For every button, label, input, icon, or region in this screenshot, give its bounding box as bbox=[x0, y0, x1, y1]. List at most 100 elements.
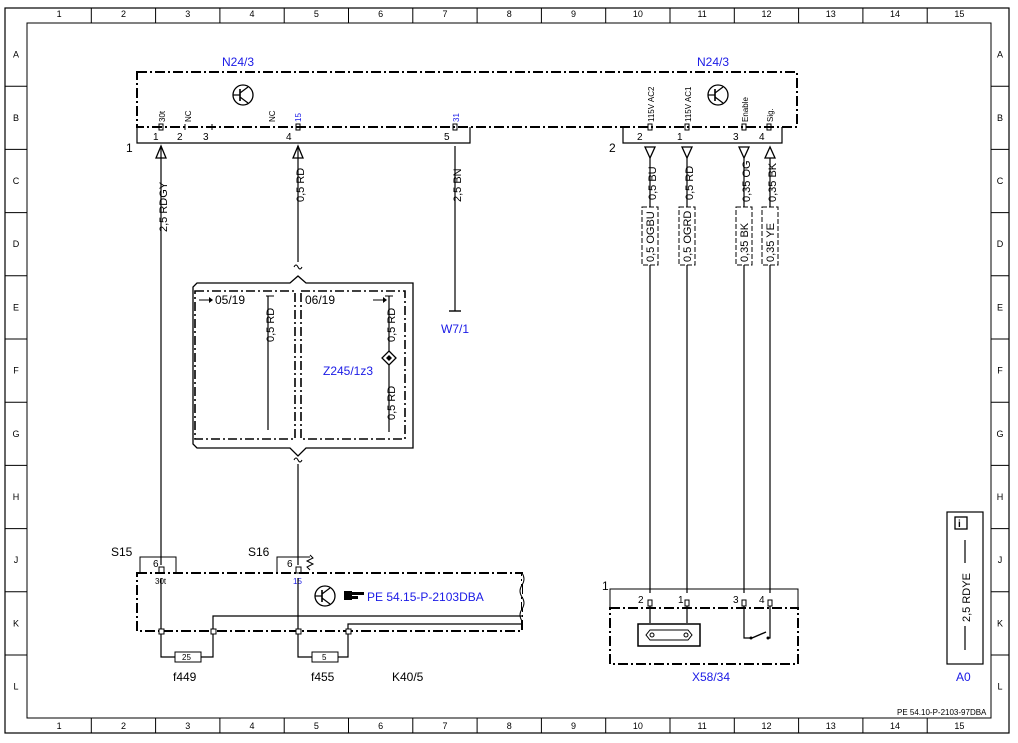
w7-1-label: W7/1 bbox=[441, 322, 469, 336]
svg-text:4: 4 bbox=[286, 132, 292, 143]
grid-col-label: 1 bbox=[57, 721, 62, 731]
pin-2: 2 NC bbox=[177, 110, 193, 143]
k40-5-label: K40/5 bbox=[392, 670, 424, 684]
fuse-f455 bbox=[311, 651, 339, 663]
variant-05-19-label: 05/19 bbox=[215, 293, 245, 307]
grid-row-label: A bbox=[13, 50, 19, 60]
document-reference: PE 54.10-P-2103-97DBA bbox=[897, 708, 987, 717]
grid-col-label: 9 bbox=[571, 9, 576, 19]
pointing-hand-icon[interactable] bbox=[344, 591, 364, 600]
variant-06-19-label: 06/19 bbox=[305, 293, 335, 307]
svg-text:0,5 BU: 0,5 BU bbox=[647, 166, 659, 200]
grid-col-label: 4 bbox=[250, 721, 255, 731]
pin-3: 3 bbox=[203, 124, 213, 143]
grid-col-label: 10 bbox=[633, 721, 643, 731]
grid-col-label: 1 bbox=[57, 9, 62, 19]
grid-row-label: C bbox=[13, 176, 20, 186]
connector-2-label: 2 bbox=[609, 141, 616, 155]
grid-row-label: F bbox=[13, 366, 19, 376]
svg-text:0,5 RD: 0,5 RD bbox=[684, 166, 696, 200]
wire-rdgy: 2,5 RDGY bbox=[155, 144, 170, 565]
pin-r1: 1 115V AC1 bbox=[677, 86, 693, 143]
grid-row-label: L bbox=[997, 682, 1002, 692]
grid-col-label: 2 bbox=[121, 9, 126, 19]
grid-row-label: F bbox=[997, 366, 1003, 376]
fuse-f449 bbox=[174, 651, 202, 663]
svg-text:115V AC1: 115V AC1 bbox=[684, 86, 693, 122]
wire-bn: 2,5 BN bbox=[449, 146, 464, 312]
transistor-icon bbox=[314, 585, 336, 607]
x58-connector-num: 1 bbox=[602, 579, 609, 593]
grid-row-label: D bbox=[13, 239, 20, 249]
pe-reference-link[interactable]: PE 54.15-P-2103DBA bbox=[367, 590, 484, 604]
svg-text:115V AC2: 115V AC2 bbox=[647, 86, 656, 122]
grid-row-label: H bbox=[13, 492, 20, 502]
svg-text:5: 5 bbox=[322, 653, 327, 662]
pin-5: 5 31 bbox=[444, 113, 461, 143]
s16-spring bbox=[305, 554, 315, 571]
svg-text:i: i bbox=[958, 519, 961, 530]
grid-row-label: D bbox=[997, 239, 1004, 249]
svg-text:0,5 RD: 0,5 RD bbox=[265, 308, 277, 342]
variant-06-19 bbox=[300, 290, 406, 440]
grid-col-label: 7 bbox=[442, 721, 447, 731]
svg-text:NC: NC bbox=[268, 110, 277, 122]
grid-col-label: 8 bbox=[507, 9, 512, 19]
sleeve-ogrd: 0,5 OGRD bbox=[678, 206, 696, 266]
svg-text:0,35 OG: 0,35 OG bbox=[741, 160, 753, 202]
grid-col-label: 13 bbox=[826, 9, 836, 19]
grid-row-label: B bbox=[13, 113, 19, 123]
n24-3-right-title: N24/3 bbox=[697, 55, 729, 69]
grid-col-label: 5 bbox=[314, 9, 319, 19]
inner-frame bbox=[26, 22, 992, 719]
svg-text:3: 3 bbox=[733, 595, 739, 606]
grid-row-label: J bbox=[14, 555, 19, 565]
pin-nc: NC bbox=[268, 110, 277, 122]
svg-text:2: 2 bbox=[177, 132, 183, 143]
grid-col-label: 14 bbox=[890, 9, 900, 19]
grid-col-label: 13 bbox=[826, 721, 836, 731]
grid-row-label: G bbox=[996, 429, 1003, 439]
wire-rd-b: 0,5 RD bbox=[385, 295, 398, 351]
legend-box bbox=[946, 511, 984, 665]
s15-bracket bbox=[139, 556, 177, 573]
grid-col-label: 15 bbox=[954, 9, 964, 19]
grid-col-label: 11 bbox=[697, 9, 706, 19]
svg-text:2: 2 bbox=[638, 595, 644, 606]
grid-col-label: 3 bbox=[185, 721, 190, 731]
f455-label: f455 bbox=[311, 670, 335, 684]
svg-text:1: 1 bbox=[153, 132, 159, 143]
sleeve-ye: 0,35 YE bbox=[761, 206, 779, 266]
svg-text:2,5 BN: 2,5 BN bbox=[452, 168, 464, 202]
svg-text:0,35 BK: 0,35 BK bbox=[739, 222, 751, 262]
k40-pin-6b: 6 bbox=[287, 559, 293, 570]
connector-1-bar bbox=[136, 127, 471, 144]
n24-3-left-title: N24/3 bbox=[222, 55, 254, 69]
pin-r2: 2 115V AC2 bbox=[637, 86, 656, 143]
k40-5-break-edge bbox=[519, 572, 525, 622]
grid-col-label: 7 bbox=[442, 9, 447, 19]
svg-text:0,5 OGRD: 0,5 OGRD bbox=[682, 211, 694, 262]
svg-text:4: 4 bbox=[759, 595, 765, 606]
wire-rd-continue bbox=[293, 457, 303, 565]
svg-text:0,5 RD: 0,5 RD bbox=[386, 386, 398, 420]
sleeve-ogbu: 0,5 OGBU bbox=[641, 206, 659, 266]
grid-col-label: 12 bbox=[761, 9, 771, 19]
svg-text:15: 15 bbox=[294, 113, 303, 122]
wire-rd-c: 0,5 RD bbox=[386, 365, 398, 432]
grid-row-label: K bbox=[13, 618, 19, 628]
svg-text:3: 3 bbox=[733, 132, 739, 143]
grid-col-label: 11 bbox=[697, 721, 706, 731]
n24-3-module-box bbox=[136, 71, 798, 128]
svg-text:0,5 RD: 0,5 RD bbox=[295, 168, 307, 202]
outer-frame bbox=[4, 7, 1010, 734]
variant-box bbox=[192, 275, 414, 457]
connector-1-label: 1 bbox=[126, 141, 133, 155]
wire-rd-top: 0,5 RD bbox=[292, 144, 307, 270]
pin-r3: 3 Enable bbox=[733, 97, 750, 143]
grid-row-label: J bbox=[998, 555, 1003, 565]
grid-col-label: 6 bbox=[378, 9, 383, 19]
svg-text:0,35 BK: 0,35 BK bbox=[767, 162, 779, 202]
